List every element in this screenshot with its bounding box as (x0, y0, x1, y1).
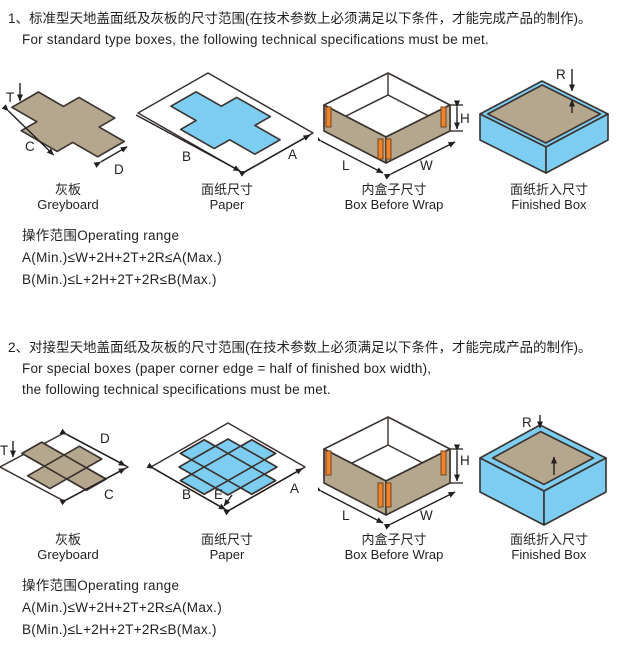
corner-tape (440, 106, 447, 128)
corner-tape (377, 138, 384, 160)
dim-h-label: H (460, 111, 470, 126)
corner-tape (440, 450, 447, 476)
section2-heading-en2: the following technical specifications m… (22, 382, 331, 397)
paper-diagram-1: B A (136, 72, 314, 177)
figures-row-2: D C T 灰板 Greyboard B E (0, 411, 628, 562)
figure-finished-box-1: R 面纸折入尺寸 Finished Box (470, 61, 628, 212)
dim-d-label: D (100, 431, 110, 446)
figure-paper-1: B A 面纸尺寸 Paper (136, 61, 318, 212)
finished-box-diagram-1: R (479, 67, 609, 174)
dim-t-label: T (6, 90, 14, 105)
operating-range-title: 操作范围Operating range (22, 578, 180, 593)
dim-r-label: R (522, 415, 532, 430)
dim-a-label: A (290, 481, 299, 496)
dim-l-label: L (342, 158, 350, 173)
figure-caption-en: Box Before Wrap (344, 197, 444, 212)
corner-tape (385, 482, 392, 508)
corner-tape (385, 138, 392, 160)
figures-row-1: T C D 灰板 Greyboard B A 面纸尺寸 P (0, 61, 628, 212)
figure-greyboard-1: T C D 灰板 Greyboard (0, 61, 136, 212)
figure-caption-en: Paper (209, 547, 245, 562)
operating-formula-a: A(Min.)≤W+2H+2T+2R≤A(Max.) (22, 600, 223, 615)
figure-greyboard-2: D C T 灰板 Greyboard (0, 411, 136, 562)
dim-l-label: L (342, 508, 350, 523)
figure-caption-en: Greyboard (37, 547, 99, 562)
paper-diagram-2: B E A (146, 422, 306, 516)
section1-heading-en: For standard type boxes, the following t… (22, 32, 489, 47)
figure-caption-en: Finished Box (511, 197, 587, 212)
operating-formula-a: A(Min.)≤W+2H+2T+2R≤A(Max.) (22, 250, 223, 265)
figure-box-before-wrap-2: L W H 内盒子尺寸 Box Before Wrap (318, 411, 470, 562)
dim-c-label: C (104, 487, 114, 502)
dim-b-label: B (182, 149, 191, 164)
figure-caption-en: Box Before Wrap (344, 547, 444, 562)
section2-heading: 2、对接型天地盖面纸及灰板的尺寸范围(在技术参数上必须满足以下条件，才能完成产品… (0, 337, 628, 400)
finished-box-interior (486, 84, 602, 144)
operating-range-title: 操作范围Operating range (22, 228, 180, 243)
figure-caption-zh: 面纸折入尺寸 (509, 532, 588, 547)
figure-caption-zh: 面纸尺寸 (200, 182, 253, 197)
section2-heading-zh: 2、对接型天地盖面纸及灰板的尺寸范围(在技术参数上必须满足以下条件，才能完成产品… (8, 340, 592, 355)
operating-range-2: 操作范围Operating range A(Min.)≤W+2H+2T+2R≤A… (0, 575, 628, 641)
corner-tape (325, 450, 332, 476)
corner-tape (377, 482, 384, 508)
section2-heading-en1: For special boxes (paper corner edge = h… (22, 361, 432, 376)
figure-caption-zh: 内盒子尺寸 (361, 182, 427, 197)
dim-h-label: H (460, 453, 470, 468)
dim-d-label: D (114, 162, 124, 177)
operating-range-1: 操作范围Operating range A(Min.)≤W+2H+2T+2R≤A… (0, 225, 628, 291)
dim-w-label: W (420, 158, 433, 173)
figure-caption-en: Paper (209, 197, 245, 212)
finished-box-diagram-2: R (479, 415, 607, 526)
figure-paper-2: B E A 面纸尺寸 Paper (136, 411, 318, 562)
figure-caption-en: Finished Box (511, 547, 587, 562)
dim-w-label: W (420, 508, 433, 523)
box-before-wrap-diagram-2: L W H (318, 416, 470, 530)
figure-caption-en: Greyboard (37, 197, 99, 212)
dim-t-label: T (0, 443, 8, 458)
section1-heading: 1、标准型天地盖面纸及灰板的尺寸范围(在技术参数上必须满足以下条件，才能完成产品… (0, 0, 628, 50)
figure-caption-zh: 内盒子尺寸 (361, 532, 427, 547)
section1-heading-zh: 1、标准型天地盖面纸及灰板的尺寸范围(在技术参数上必须满足以下条件，才能完成产品… (8, 11, 592, 26)
figure-finished-box-2: R 面纸折入尺寸 Finished Box (470, 411, 628, 562)
corner-tape (325, 106, 332, 128)
finished-box-interior (491, 430, 595, 486)
figure-caption-zh: 灰板 (54, 182, 81, 197)
dim-a-label: A (288, 147, 297, 162)
dim-c-label: C (25, 139, 35, 154)
dim-b-label: B (182, 487, 191, 502)
operating-formula-b: B(Min.)≤L+2H+2T+2R≤B(Max.) (22, 622, 217, 637)
finished-box-right-wall (543, 457, 607, 526)
figure-caption-zh: 面纸尺寸 (200, 532, 253, 547)
figure-caption-zh: 灰板 (54, 532, 81, 547)
greyboard-diagram-2: D C T (0, 428, 129, 506)
finished-box-right-wall (545, 113, 609, 174)
greyboard-diagram-1: T C D (1, 83, 128, 177)
box-before-wrap-diagram-1: L W H (318, 72, 470, 180)
dim-e-label: E (214, 487, 223, 502)
figure-caption-zh: 面纸折入尺寸 (509, 182, 588, 197)
figure-box-before-wrap-1: L W H 内盒子尺寸 Box Before Wrap (318, 61, 470, 212)
operating-formula-b: B(Min.)≤L+2H+2T+2R≤B(Max.) (22, 272, 217, 287)
dim-r-label: R (556, 67, 566, 82)
